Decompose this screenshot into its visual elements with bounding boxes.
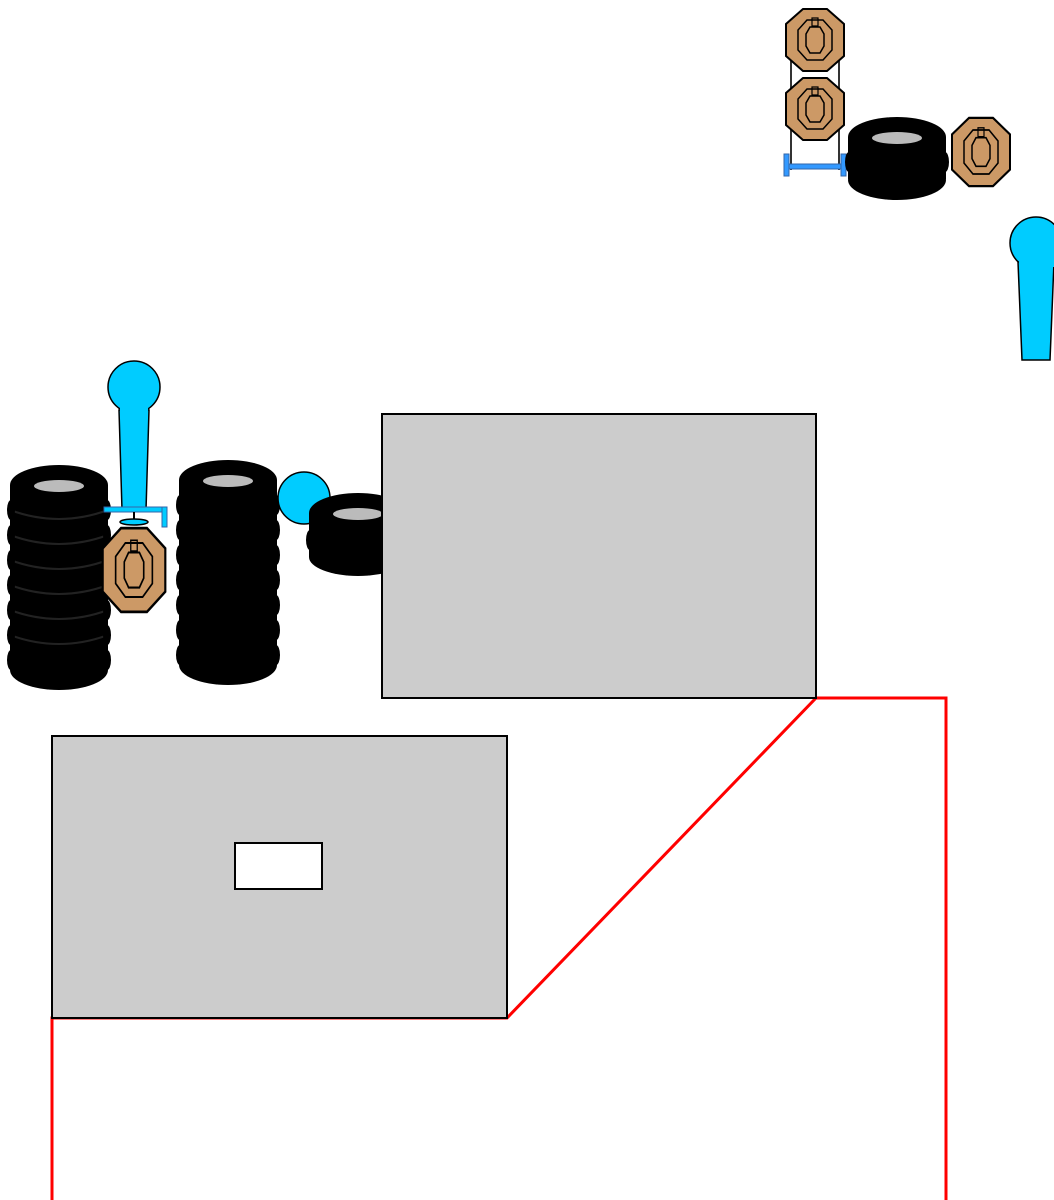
paper-target-upper-2 <box>785 77 845 141</box>
tire-stack-upper-right <box>845 117 949 200</box>
paper-target-left <box>101 526 167 614</box>
barricade-wall-center-overlay <box>381 413 817 699</box>
no-shoot-left-tall <box>107 360 161 511</box>
shooting-port <box>234 842 323 890</box>
tire-stack-left-middle <box>176 460 280 685</box>
shooting-area-fault-line <box>50 696 948 1200</box>
paper-target-upper-1 <box>785 8 845 72</box>
no-shoot-right <box>1009 216 1054 361</box>
target-stand-left <box>103 506 168 528</box>
paper-target-right <box>950 116 1012 188</box>
tire-stack-far-left <box>7 465 111 690</box>
